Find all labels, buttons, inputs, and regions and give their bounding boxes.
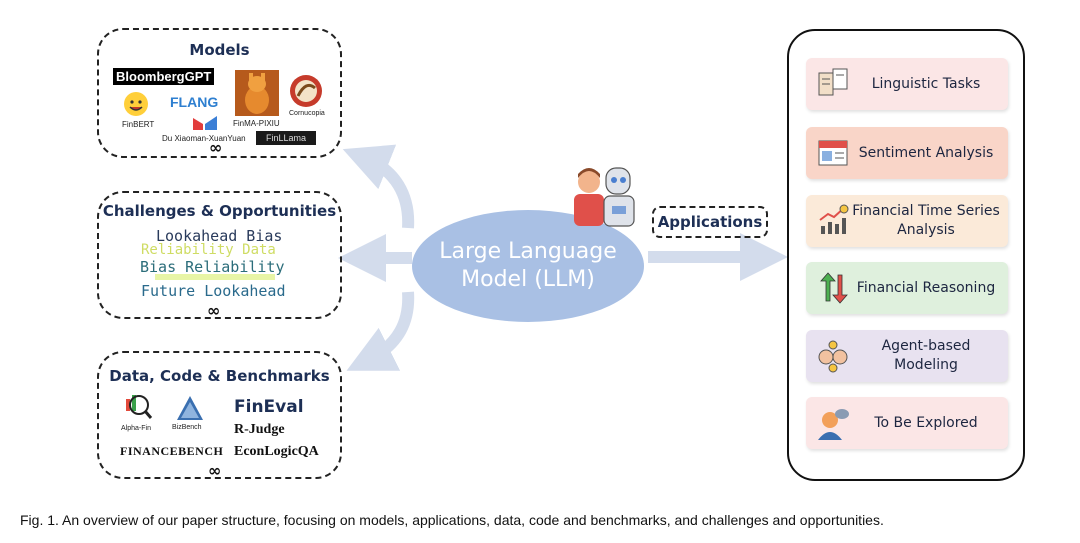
challenges-box: Challenges & Opportunities xyxy=(97,191,342,319)
news-icon xyxy=(818,140,848,166)
cornucopia-label: Cornucopia xyxy=(289,110,325,117)
person-idea-icon xyxy=(818,409,849,440)
challenges-more-icon: ∞ xyxy=(207,301,221,320)
application-item: Agent-based Modeling xyxy=(806,330,1008,382)
application-item: To Be Explored xyxy=(806,397,1008,449)
application-item: Financial Time Series Analysis xyxy=(806,195,1008,247)
flang-logo: FLANG xyxy=(170,94,219,110)
agents-icon xyxy=(818,340,848,373)
alphafin-icon xyxy=(126,395,153,419)
bizbench-icon xyxy=(177,396,203,420)
arrow-to-data xyxy=(346,291,415,371)
document-pages-icon xyxy=(818,68,848,96)
wordcloud-lookahead-bias: Lookahead Bias xyxy=(156,227,283,245)
bloomberggpt-logo: BloombergGPT xyxy=(113,68,215,85)
fineval-logo: FinEval xyxy=(234,397,304,417)
rjudge-logo: R-Judge xyxy=(234,422,285,437)
alphafin-label: Alpha-Fin xyxy=(121,425,151,432)
finllama-logo: FinLLama xyxy=(256,131,316,145)
finbert-label: FinBERT xyxy=(122,120,155,129)
llm-ellipse: Large Language Model (LLM) xyxy=(412,210,644,322)
data-title: Data, Code & Benchmarks xyxy=(109,367,330,385)
buy-sell-icon xyxy=(820,272,848,304)
duxiaoman-icon xyxy=(193,116,217,130)
duxiaoman-label: Du Xiaoman-XuanYuan xyxy=(162,134,246,143)
cornucopia-icon xyxy=(290,75,322,107)
llm-title-line2: Model (LLM) xyxy=(461,267,595,292)
wordcloud-faint-words xyxy=(155,274,275,280)
application-label: Financial Reasoning xyxy=(856,279,996,296)
application-label: Financial Time Series Analysis xyxy=(852,203,1000,238)
financebench-logo: FINANCEBENCH xyxy=(120,444,224,458)
application-label: Linguistic Tasks xyxy=(871,75,981,92)
finma-label: FinMA-PIXIU xyxy=(233,119,280,128)
models-more-icon: ∞ xyxy=(209,138,223,157)
application-label: Agent-based Modeling xyxy=(881,338,971,373)
econlogicqa-logo: EconLogicQA xyxy=(234,444,319,459)
chart-growth-icon xyxy=(819,204,849,234)
wordcloud-reliability-data: Reliability Data xyxy=(141,242,276,258)
llm-title-line1: Large Language xyxy=(439,239,617,264)
figure-caption: Fig. 1. An overview of our paper structu… xyxy=(20,512,884,528)
wordcloud-future-lookahead: Future Lookahead xyxy=(141,282,286,300)
data-more-icon: ∞ xyxy=(208,461,222,480)
application-label: Sentiment Analysis xyxy=(858,144,994,161)
challenges-title: Challenges & Opportunities xyxy=(102,202,337,220)
models-box: Models xyxy=(97,28,342,158)
data-box: Data, Code & Benchmarks xyxy=(97,351,342,479)
wordcloud-bias-reliability: Bias Reliability xyxy=(140,258,285,276)
bizbench-label: BizBench xyxy=(172,424,202,431)
application-item: Financial Reasoning xyxy=(806,262,1008,314)
applications-panel xyxy=(787,29,1025,481)
finma-llama-icon xyxy=(235,70,279,116)
human-robot-icon xyxy=(574,167,635,227)
application-item: Sentiment Analysis xyxy=(806,127,1008,179)
arrow-to-models xyxy=(342,144,415,229)
huggingface-icon xyxy=(124,92,148,116)
applications-label: Applications xyxy=(652,206,768,238)
application-item: Linguistic Tasks xyxy=(806,58,1008,110)
application-label: To Be Explored xyxy=(874,414,978,431)
models-title: Models xyxy=(189,41,250,59)
